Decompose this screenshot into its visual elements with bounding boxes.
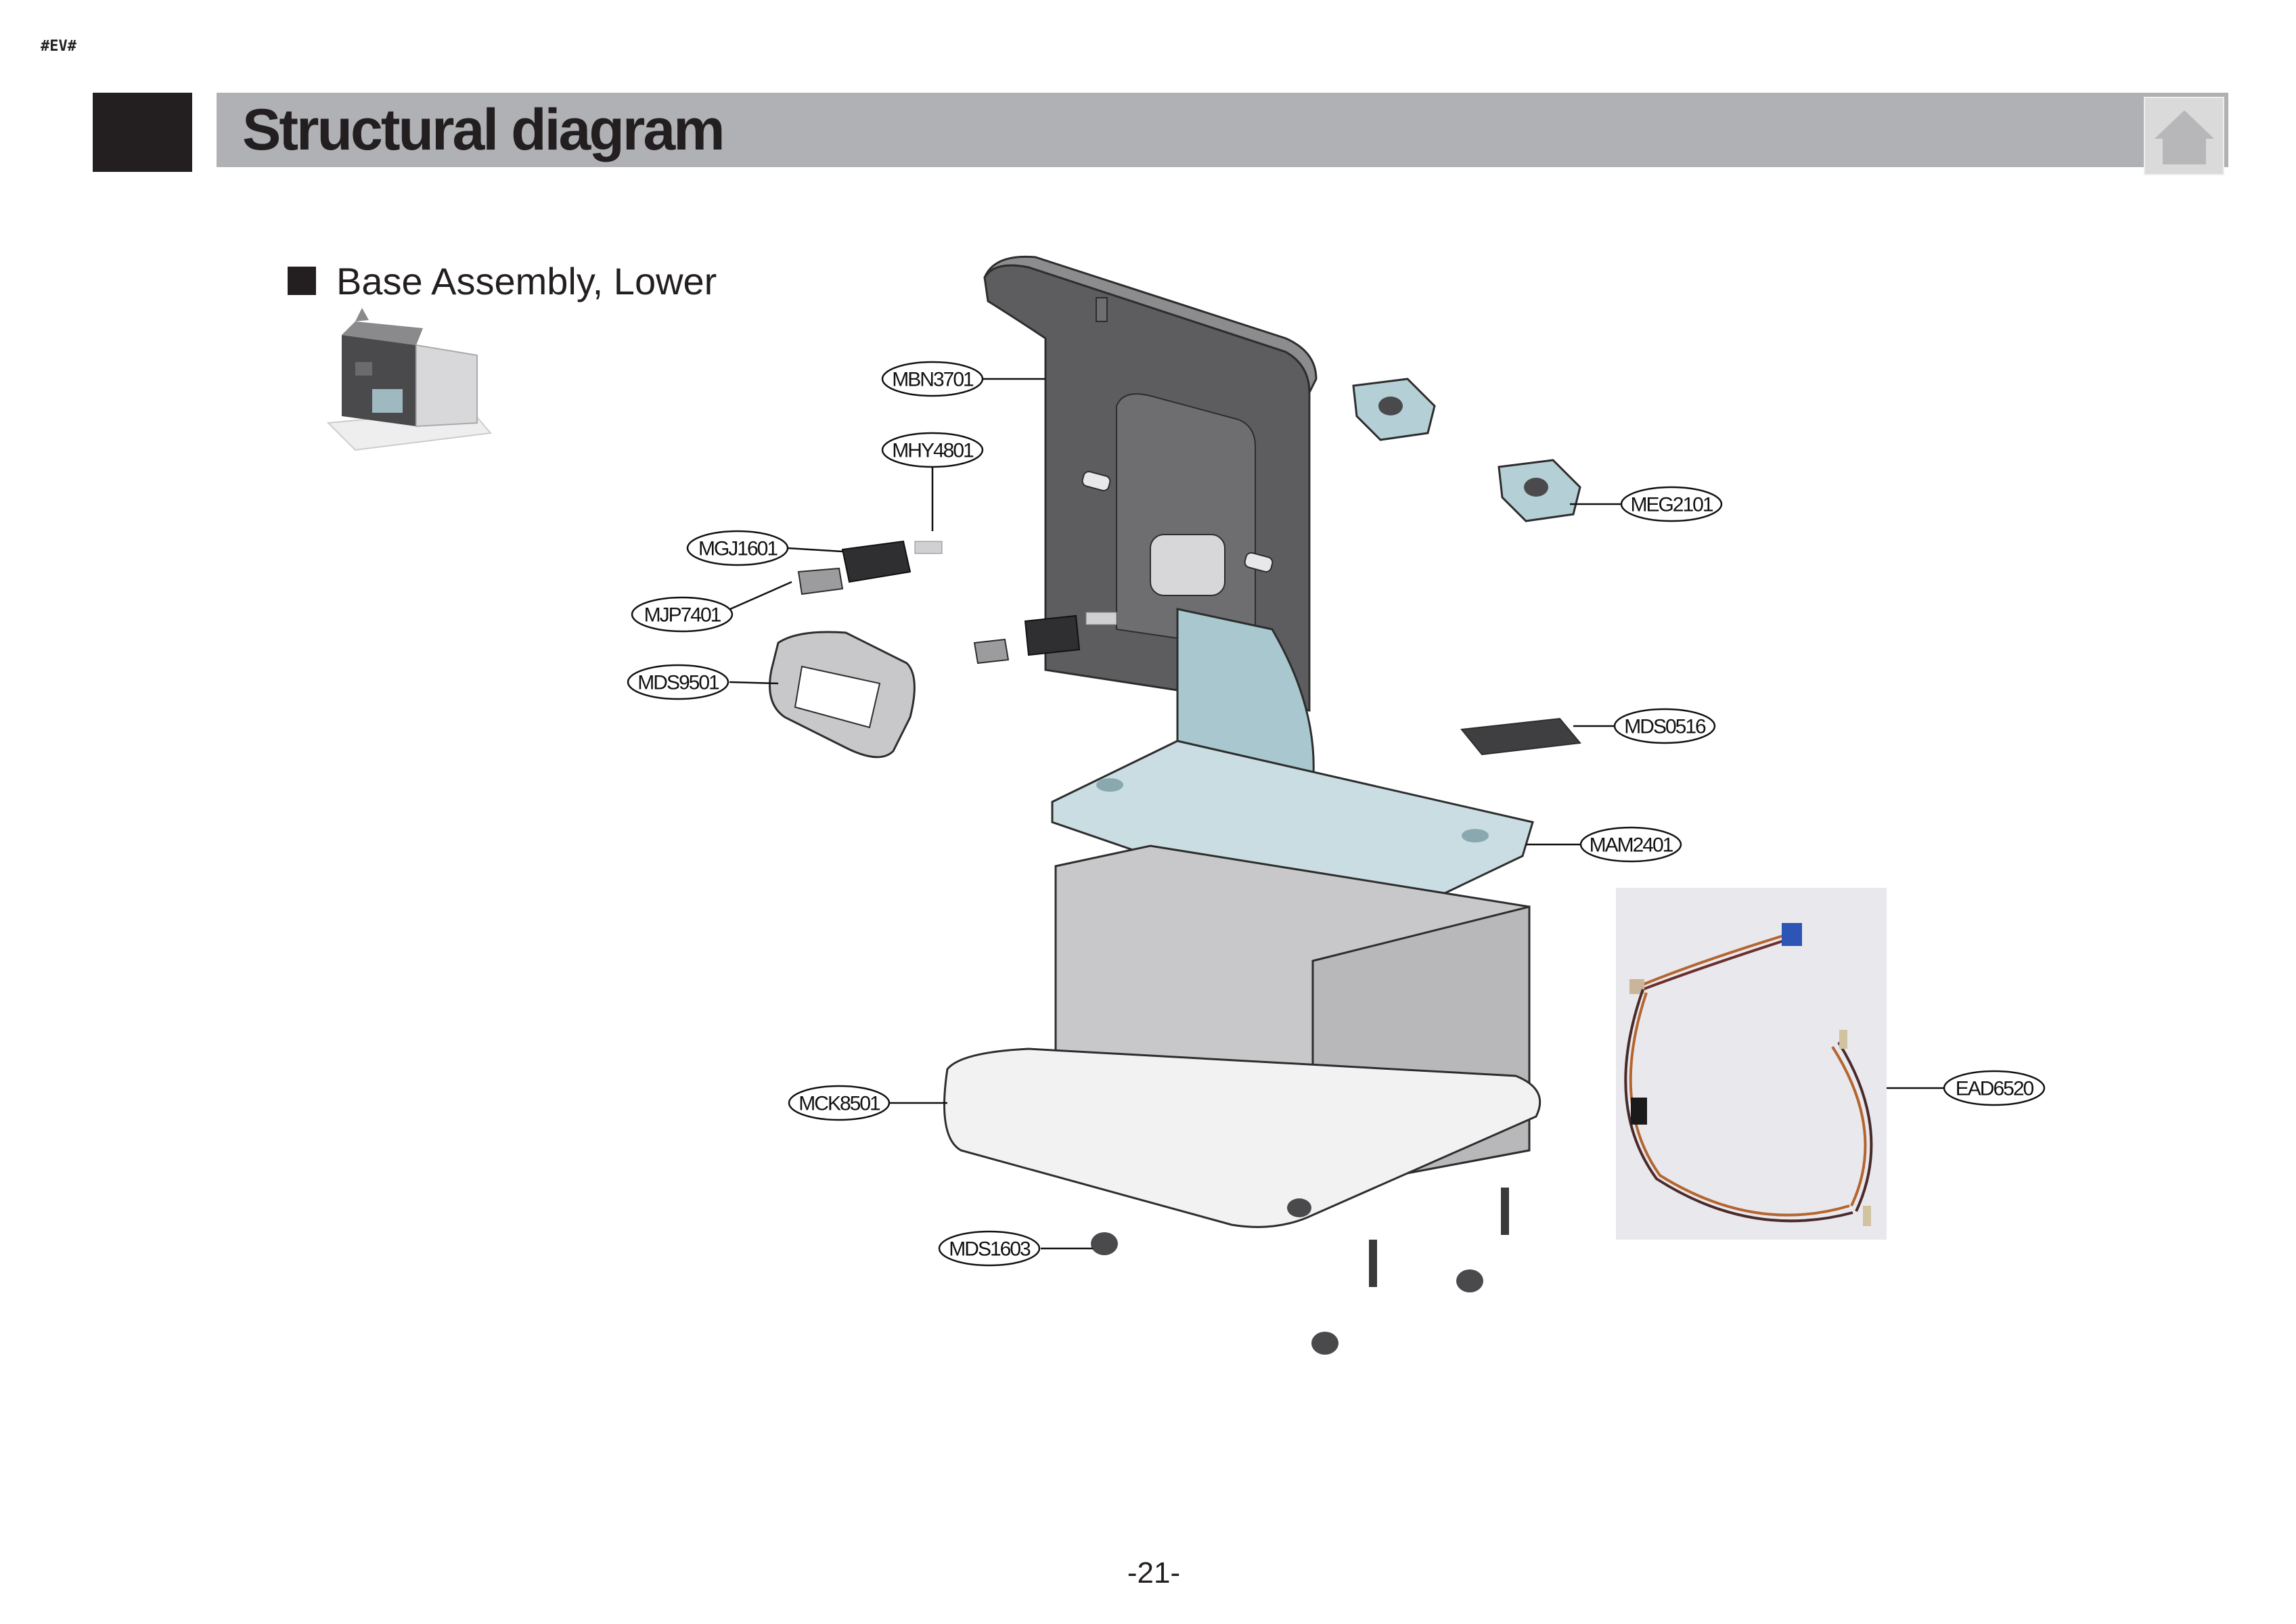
- home-button[interactable]: [2144, 97, 2224, 175]
- part-label: MCK8501: [798, 1093, 880, 1115]
- callout-ellipses: [627, 361, 2046, 1267]
- part-label: MBN3701: [892, 369, 974, 391]
- back-panel-part: [983, 255, 1318, 712]
- part-label: MDS0516: [1624, 716, 1706, 738]
- wire-harness-photo: [1616, 888, 1887, 1240]
- part-label: MJP7401: [644, 604, 721, 627]
- section-marker-block: [93, 93, 192, 172]
- part-label: MEG2101: [1630, 494, 1713, 516]
- section-title: Base Assembly, Lower: [336, 259, 717, 302]
- section-heading: Base Assembly, Lower: [288, 259, 717, 302]
- callout-leaders: [722, 378, 1943, 1250]
- title-bar: Structural diagram: [217, 93, 2228, 167]
- bullet-square: [288, 267, 316, 295]
- page-number: -21-: [1127, 1556, 1181, 1589]
- page-title: Structural diagram: [242, 97, 725, 162]
- connector-parts: [797, 540, 1117, 664]
- part-label: MAM2401: [1590, 834, 1673, 857]
- part-label: MDS1603: [949, 1238, 1031, 1261]
- part-label: EAD6520: [1956, 1078, 2034, 1100]
- document-tag: #EV#: [41, 38, 76, 55]
- part-labels: MBN3701 MHY4801 MGJ1601 MJP7401 MDS9501 …: [637, 369, 2035, 1261]
- wire-harness-image: [1624, 923, 1873, 1226]
- filter-pad-part: [1460, 717, 1581, 756]
- clip-bracket-part: [1352, 378, 1581, 522]
- gasket-part: [769, 631, 916, 759]
- part-label: MGJ1601: [698, 538, 778, 560]
- base-housing-part: [943, 844, 1541, 1228]
- home-icon: [2155, 110, 2214, 164]
- assembly-thumbnail: [326, 308, 492, 451]
- part-label: MDS9501: [637, 672, 719, 694]
- feet-and-screws: [1091, 1188, 1509, 1355]
- part-label: MHY4801: [892, 440, 974, 462]
